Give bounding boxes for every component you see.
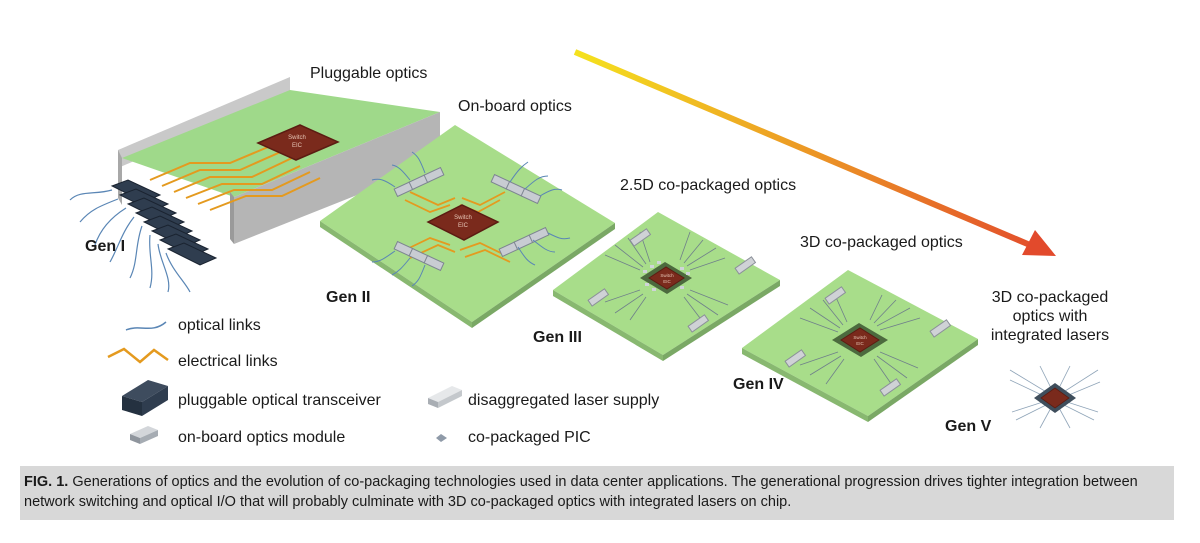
gen1-pluggable-assembly: Switch EIC (69, 77, 440, 293)
caption-text: Generations of optics and the evolution … (24, 474, 1138, 510)
label-3d-cpo-lasers: 3D co-packaged optics with integrated la… (950, 288, 1150, 345)
label-pluggable-optics: Pluggable optics (310, 65, 428, 82)
gen1-chip-label-line1: Switch (288, 135, 306, 141)
gen3-chip-label-line2: EIC (663, 279, 671, 284)
label-3d-cpo-lasers-line3: integrated lasers (990, 327, 1110, 344)
legend-laser-supply: disaggregated laser supply (468, 392, 660, 409)
label-onboard-optics: On-board optics (458, 98, 572, 115)
gen3-25d-assembly: Switch EIC (553, 212, 780, 361)
gen2-label: Gen II (326, 289, 371, 306)
legend-electrical-links: electrical links (178, 353, 278, 370)
pluggable-transceiver-swatch (122, 380, 168, 416)
gen4-label: Gen IV (733, 376, 784, 393)
legend-symbols (107, 321, 462, 444)
gen1-label: Gen I (85, 238, 126, 255)
gen4-3d-assembly: Switch EIC (742, 270, 978, 422)
onboard-module-swatch (130, 426, 158, 444)
figure-stage: Switch EIC (69, 49, 1150, 446)
legend-onboard-module: on-board optics module (178, 429, 346, 446)
gen5-3d-lasers-assembly (1009, 365, 1101, 429)
laser-supply-swatch (428, 386, 462, 408)
legend-copackaged-pic: co-packaged PIC (468, 429, 591, 446)
figure-caption: FIG. 1. Generations of optics and the ev… (20, 466, 1174, 520)
gen2-chip-label-line1: Switch (454, 215, 472, 221)
label-3d-cpo: 3D co-packaged optics (800, 234, 963, 251)
label-3d-cpo-lasers-line1: 3D co-packaged (991, 289, 1109, 306)
optical-link-swatch (125, 321, 167, 331)
electrical-link-swatch (107, 347, 169, 364)
gen2-chip-label-line2: EIC (458, 223, 469, 229)
gen1-chip-label-line2: EIC (292, 143, 303, 149)
gen4-chip-label-line1: Switch (853, 335, 867, 340)
label-25d-cpo: 2.5D co-packaged optics (620, 177, 797, 194)
evolution-arrow (573, 49, 1056, 256)
legend-pluggable-transceiver: pluggable optical transceiver (178, 392, 381, 409)
legend-optical-links: optical links (178, 317, 261, 334)
gen3-chip-label-line1: Switch (660, 273, 674, 278)
label-3d-cpo-lasers-line2: optics with (1012, 308, 1088, 325)
copackaged-pic-swatch (436, 434, 447, 442)
gen2-onboard-assembly: Switch EIC (320, 125, 615, 328)
gen3-label: Gen III (533, 329, 582, 346)
gen4-chip-label-line2: EIC (856, 341, 864, 346)
gen5-label: Gen V (945, 418, 992, 435)
diagram-canvas: Switch EIC (69, 49, 1101, 444)
caption-fig-label: FIG. 1. (24, 474, 69, 490)
